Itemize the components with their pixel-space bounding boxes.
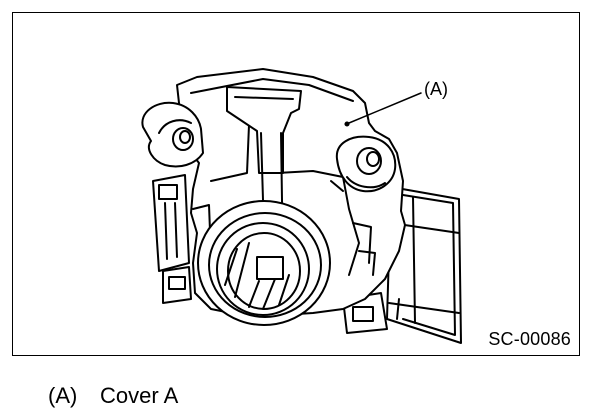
figure-frame: (A) SC-00086	[12, 12, 580, 356]
legend-key: (A)	[48, 383, 78, 408]
left-mounting-ear	[141, 101, 204, 168]
legend-label: Cover A	[100, 383, 179, 408]
figure-code: SC-00086	[488, 329, 571, 349]
legend-entry: (A) Cover A	[48, 383, 178, 409]
callout-label: (A)	[424, 79, 448, 99]
top-slot	[226, 86, 302, 268]
component-illustration	[141, 68, 462, 344]
right-mounting-ear	[335, 135, 397, 193]
callout-leader	[344, 92, 422, 127]
left-bracket	[152, 174, 192, 304]
round-bearing	[197, 200, 331, 326]
